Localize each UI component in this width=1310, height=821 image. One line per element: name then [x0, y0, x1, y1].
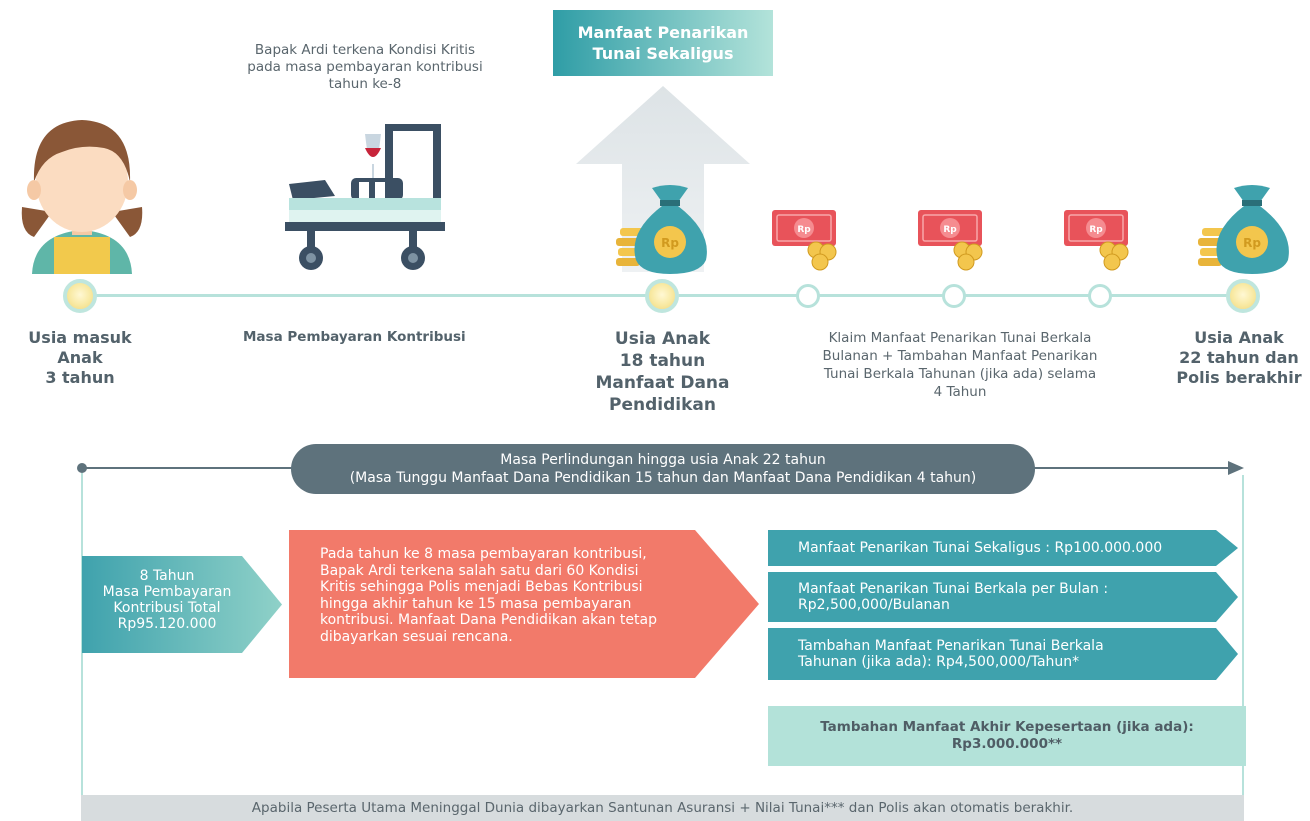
- payment-line-2: Masa Pembayaran: [102, 584, 232, 600]
- end-benefit-box: Tambahan Manfaat Akhir Kepesertaan (jika…: [768, 706, 1246, 766]
- arrow-right-icon: [1228, 461, 1244, 475]
- entry-age-label: Usia masuk Anak 3 tahun: [10, 328, 150, 388]
- age18-line-4: Pendidikan: [609, 395, 716, 415]
- waiver-line-1: Pada tahun ke 8 masa pembayaran kontribu…: [320, 546, 647, 562]
- claim-line-2: Bulanan + Tambahan Manfaat Penarikan: [822, 348, 1098, 364]
- claim-line-3: Tunai Berkala Tahunan (jika ada) selama: [823, 366, 1097, 382]
- claim-line-1: Klaim Manfaat Penarikan Tunai Berkala: [828, 330, 1092, 346]
- yearly-benefit-box: Tambahan Manfaat Penarikan Tunai Berkala…: [768, 628, 1238, 680]
- timeline-node-age18: [645, 279, 679, 313]
- entry-line-3: 3 tahun: [45, 368, 115, 387]
- payment-line-1: 8 Tahun: [139, 568, 195, 584]
- child-avatar-icon: [21, 120, 143, 274]
- money-bag-icon-end: Rp: [1198, 185, 1289, 274]
- lump-sum-benefit-box: Manfaat Penarikan Tunai Sekaligus : Rp10…: [768, 530, 1238, 566]
- note-line-1: Bapak Ardi terkena Kondisi Kritis: [254, 42, 476, 58]
- protection-start-dot: [77, 463, 87, 473]
- pill-line-2: (Masa Tunggu Manfaat Dana Pendidikan 15 …: [349, 470, 977, 486]
- note-line-3: tahun ke-8: [328, 76, 402, 92]
- timeline-node-age22: [1226, 279, 1260, 313]
- waiver-line-4: hingga akhir tahun ke 15 masa pembayaran: [320, 595, 632, 612]
- waiver-line-5: kontribusi. Manfaat Dana Pendidikan akan…: [320, 612, 657, 628]
- timeline-node-claim-1: [796, 284, 820, 308]
- age18-line-1: Usia Anak: [614, 329, 711, 349]
- critical-condition-note: Bapak Ardi terkena Kondisi Kritis pada m…: [215, 42, 515, 93]
- up-arrow-icon: [576, 86, 750, 272]
- frame-right-line: [1242, 475, 1244, 795]
- entry-line-1: Usia masuk: [28, 328, 132, 347]
- claim-line-4: 4 Tahun: [933, 384, 987, 400]
- waiver-line-3: Kritis sehingga Polis menjadi Bebas Kont…: [320, 579, 643, 595]
- header-line-1: Manfaat Penarikan: [577, 23, 749, 42]
- age18-line-2: 18 tahun: [619, 351, 706, 371]
- hospital-bed-icon: [285, 124, 445, 270]
- pill-line-1: Masa Perlindungan hingga usia Anak 22 ta…: [500, 452, 826, 468]
- age22-line-2: 22 tahun dan: [1179, 348, 1299, 367]
- banknote-coins-icon-2: Rp: [918, 210, 983, 271]
- footer-note: Apabila Peserta Utama Meninggal Dunia di…: [81, 795, 1244, 821]
- note-rp-2: Rp: [943, 225, 957, 235]
- footer-text: Apabila Peserta Utama Meninggal Dunia di…: [251, 800, 1074, 816]
- age18-label: Usia Anak 18 tahun Manfaat Dana Pendidik…: [575, 328, 750, 416]
- timeline-node-claim-2: [942, 284, 966, 308]
- banknote-coins-icon-3: Rp: [1064, 210, 1129, 271]
- claim-label: Klaim Manfaat Penarikan Tunai Berkala Bu…: [795, 329, 1125, 401]
- age22-label: Usia Anak 22 tahun dan Polis berakhir: [1168, 328, 1310, 388]
- age22-line-3: Polis berakhir: [1176, 368, 1302, 387]
- yearly-line-1: Tambahan Manfaat Penarikan Tunai Berkala: [798, 638, 1104, 654]
- rp-label-1: Rp: [661, 236, 679, 250]
- timeline-node-entry: [63, 279, 97, 313]
- note-rp-3: Rp: [1089, 225, 1103, 235]
- monthly-benefit-box: Manfaat Penarikan Tunai Berkala per Bula…: [768, 572, 1238, 622]
- contribution-waiver-box: Pada tahun ke 8 masa pembayaran kontribu…: [289, 530, 759, 678]
- end-benefit-line-1: Tambahan Manfaat Akhir Kepesertaan (jika…: [820, 719, 1194, 735]
- monthly-line-2: Rp2,500,000/Bulanan: [798, 597, 950, 613]
- payment-line-3: Kontribusi Total: [113, 600, 221, 616]
- yearly-line-2: Tahunan (jika ada): Rp4,500,000/Tahun*: [798, 654, 1080, 670]
- end-benefit-line-2: Rp3.000.000**: [951, 736, 1063, 752]
- monthly-line-1: Manfaat Penarikan Tunai Berkala per Bula…: [798, 581, 1109, 597]
- note-rp-1: Rp: [797, 225, 811, 235]
- payment-line-4: Rp95.120.000: [117, 616, 217, 632]
- header-line-2: Tunai Sekaligus: [592, 44, 734, 63]
- age18-line-3: Manfaat Dana: [595, 373, 730, 393]
- banknote-coins-icon-1: Rp: [772, 210, 837, 271]
- lump-sum-text: Manfaat Penarikan Tunai Sekaligus : Rp10…: [798, 540, 1163, 556]
- money-bag-icon: Rp: [616, 185, 707, 274]
- entry-line-2: Anak: [57, 348, 103, 367]
- lump-sum-header-box: Manfaat Penarikan Tunai Sekaligus: [553, 10, 773, 76]
- waiver-line-6: dibayarkan sesuai rencana.: [320, 628, 513, 645]
- protection-period-pill: Masa Perlindungan hingga usia Anak 22 ta…: [291, 444, 1035, 494]
- payment-period-label: Masa Pembayaran Kontribusi: [243, 329, 466, 345]
- waiver-line-2: Bapak Ardi terkena salah satu dari 60 Ko…: [320, 562, 639, 579]
- payment-period-box: 8 Tahun Masa Pembayaran Kontribusi Total…: [82, 556, 282, 653]
- rp-label-2: Rp: [1243, 236, 1261, 250]
- note-line-2: pada masa pembayaran kontribusi: [247, 59, 483, 75]
- timeline-node-claim-3: [1088, 284, 1112, 308]
- age22-line-1: Usia Anak: [1194, 328, 1284, 347]
